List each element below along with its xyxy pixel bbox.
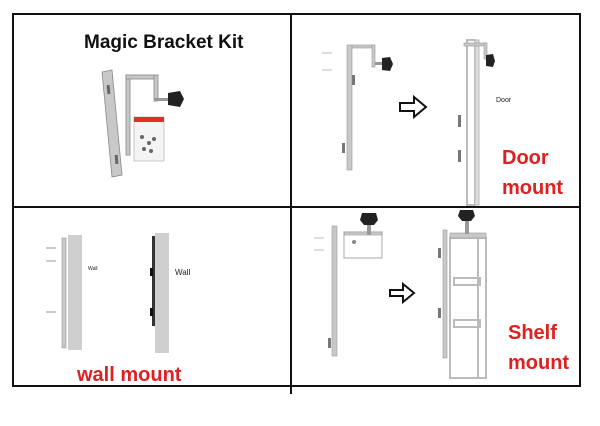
bracket-before-icon bbox=[314, 213, 383, 357]
screw-bag-icon bbox=[133, 116, 165, 162]
wall-label: Wall bbox=[175, 268, 191, 277]
vertical-divider bbox=[290, 13, 292, 394]
shelf-mount-panel: Shelf mount bbox=[292, 208, 579, 385]
wall-slab-icon bbox=[150, 233, 169, 353]
shelf-outline-icon bbox=[438, 210, 487, 379]
kit-title: Magic Bracket Kit bbox=[84, 32, 244, 53]
wall-mount-label: wall mount bbox=[77, 364, 182, 386]
door-label: Door bbox=[496, 97, 512, 104]
bracket-strip-icon bbox=[101, 69, 123, 178]
wall-illustration bbox=[46, 233, 169, 353]
horizontal-divider bbox=[12, 206, 581, 208]
arrow-right-icon bbox=[399, 94, 428, 120]
kit-illustration bbox=[101, 69, 184, 178]
kit-panel: Magic Bracket Kit bbox=[14, 15, 290, 206]
door-outline-icon bbox=[458, 39, 495, 206]
door-illustration bbox=[322, 39, 495, 206]
shelf-illustration bbox=[314, 210, 487, 379]
arrow-right-icon bbox=[389, 281, 416, 305]
door-mount-label-line1: Door bbox=[502, 147, 549, 169]
door-mount-panel: Door Door mount bbox=[292, 15, 579, 206]
wall-slab-icon bbox=[46, 235, 82, 350]
bracket-before-icon bbox=[322, 44, 393, 171]
wall-mount-panel: Wall Wall wall mount bbox=[14, 208, 290, 386]
shelf-mount-label-line2: mount bbox=[508, 352, 570, 374]
shelf-mount-label-line1: Shelf bbox=[508, 322, 557, 344]
knob-icon bbox=[154, 91, 184, 107]
grid-frame bbox=[12, 13, 581, 387]
wall-small-label: Wall bbox=[88, 266, 98, 272]
door-mount-label-line2: mount bbox=[502, 177, 564, 199]
